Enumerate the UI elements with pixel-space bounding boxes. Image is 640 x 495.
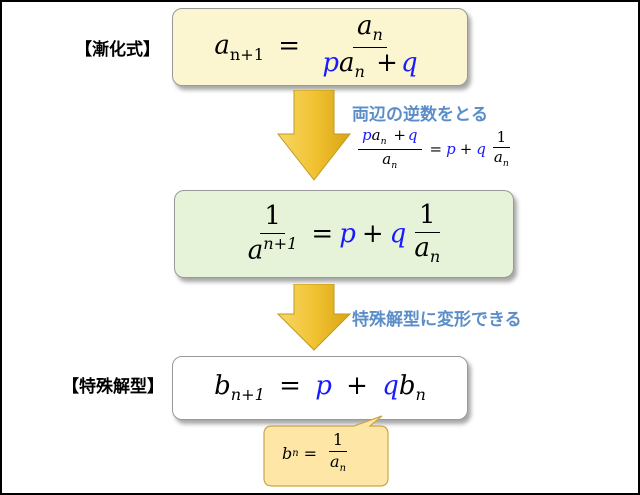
- down-arrow-1: [276, 90, 352, 181]
- callout-bubble: [263, 415, 389, 487]
- special-label: 【特殊解型】: [62, 377, 164, 397]
- recurrence-formula: an+1 = an pan +q: [214, 11, 418, 81]
- down-arrow-2: [276, 284, 352, 351]
- transform-note: 特殊解型に変形できる: [352, 310, 522, 330]
- special-formula: bn+1 = p + qbn: [214, 371, 426, 405]
- reciprocal-formula-box: 1 an+1 = p + q 1 an: [174, 190, 514, 278]
- reciprocal-note: 両辺の逆数をとる: [352, 105, 488, 125]
- recurrence-formula-box: an+1 = an pan +q: [172, 8, 468, 86]
- recurrence-label: 【漸化式】: [75, 40, 160, 60]
- reciprocal-hint-formula: pan +q an = p + q 1 an: [354, 127, 517, 171]
- reciprocal-formula: 1 an+1 = p + q 1 an: [247, 200, 441, 266]
- special-formula-box: bn+1 = p + qbn: [172, 356, 468, 420]
